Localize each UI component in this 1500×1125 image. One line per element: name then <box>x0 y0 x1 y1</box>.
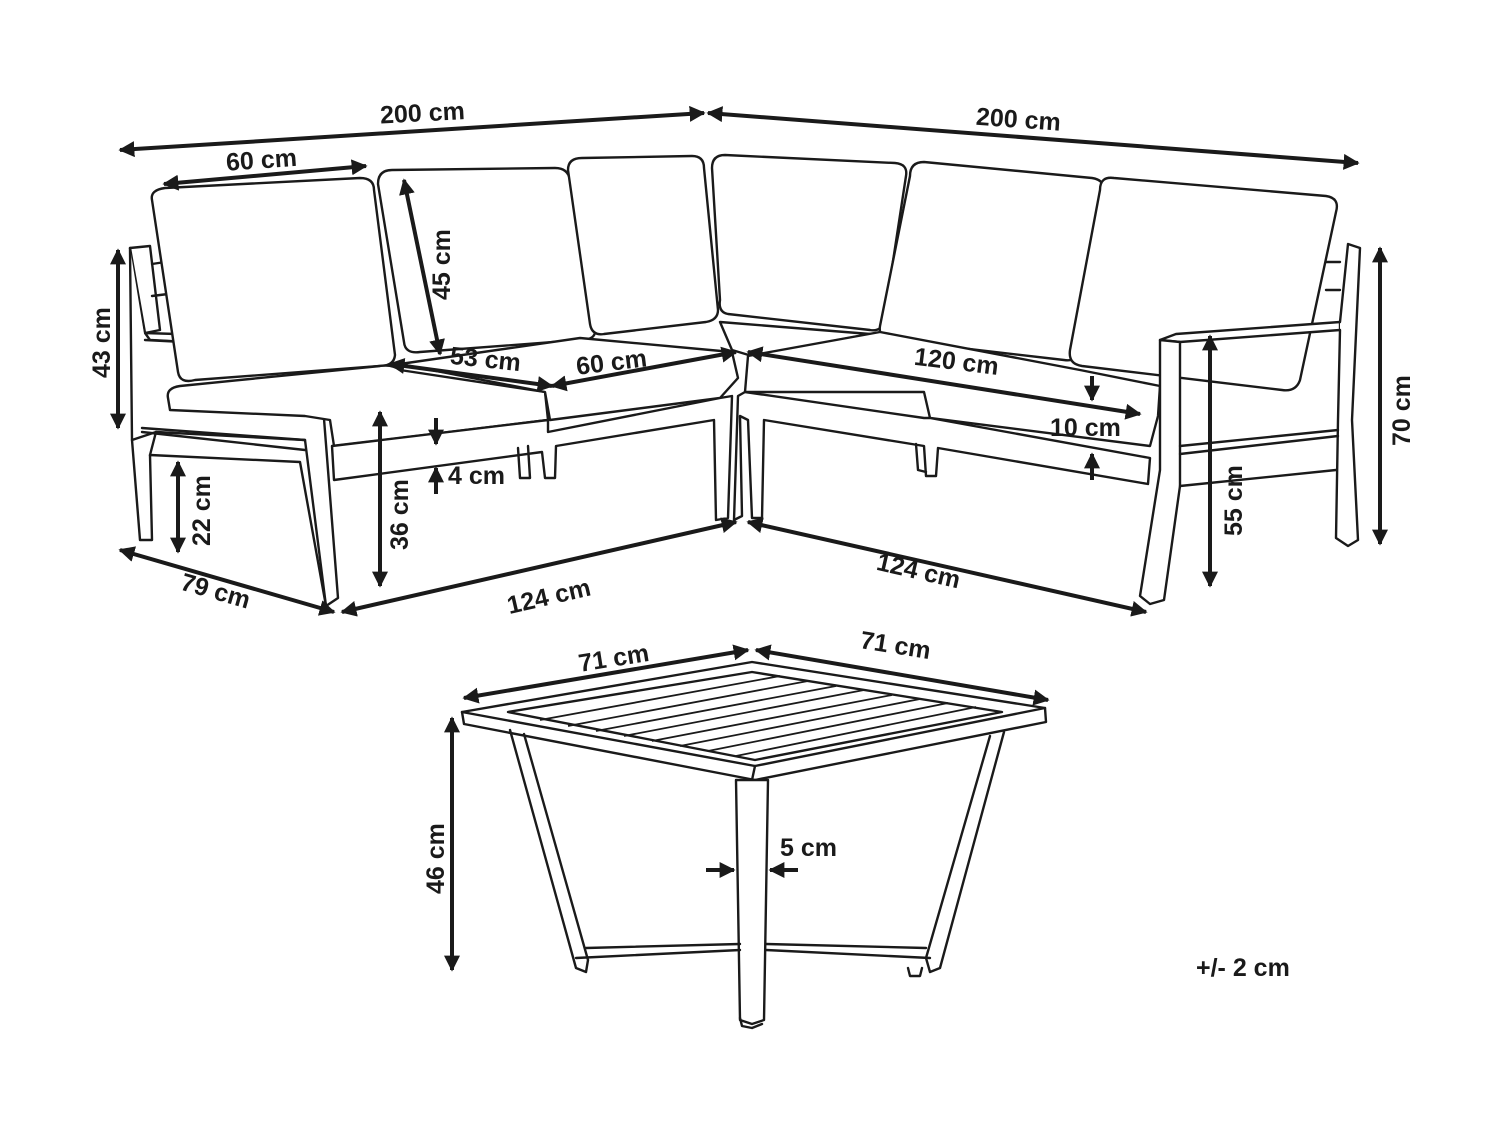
right-armrest <box>1138 242 1362 606</box>
label-55: 55 cm <box>1220 465 1248 536</box>
dim-line-60-back <box>162 159 368 191</box>
label-10: 10 cm <box>1050 414 1121 442</box>
dim-line-53 <box>388 358 554 392</box>
label-124-left: 124 cm <box>504 574 593 620</box>
label-200-left: 200 cm <box>379 97 465 129</box>
label-36: 36 cm <box>386 479 414 550</box>
dim-line-200-right <box>706 106 1360 170</box>
label-43: 43 cm <box>88 307 116 378</box>
label-60-back: 60 cm <box>225 144 298 177</box>
dim-line-124-left <box>340 517 738 617</box>
label-45: 45 cm <box>428 229 456 300</box>
sofa-frame-left <box>330 394 734 522</box>
back-cushion-2 <box>376 166 597 354</box>
label-79: 79 cm <box>178 568 254 614</box>
label-124-right: 124 cm <box>874 548 963 594</box>
dim-line-120 <box>746 346 1142 420</box>
label-46: 46 cm <box>422 823 450 894</box>
back-cushion-6 <box>1068 176 1339 392</box>
back-cushion-3 <box>566 154 720 336</box>
label-71-right: 71 cm <box>858 626 932 665</box>
corner-sofa <box>128 153 1362 608</box>
label-5: 5 cm <box>780 834 837 862</box>
dimension-lines <box>110 105 1388 972</box>
dim-line-124-right <box>746 517 1148 617</box>
back-cushion-corner <box>710 153 908 332</box>
back-cushion-1 <box>150 176 397 383</box>
tolerance-note: +/- 2 cm <box>1196 954 1290 982</box>
label-22: 22 cm <box>188 475 216 546</box>
dim-line-200-left <box>118 105 706 158</box>
table-leg-front <box>734 778 770 1026</box>
label-4: 4 cm <box>448 462 505 490</box>
dim-line-71-left <box>462 644 750 704</box>
dim-line-79 <box>118 546 336 616</box>
dim-line-71-right <box>754 644 1050 706</box>
label-71-left: 71 cm <box>577 639 651 678</box>
dim-line-60-seat <box>550 346 738 392</box>
label-70: 70 cm <box>1388 375 1416 446</box>
label-200-right: 200 cm <box>975 103 1062 137</box>
back-cushion-5 <box>878 160 1106 362</box>
dim-line-45 <box>399 178 445 356</box>
coffee-table <box>460 660 1048 1030</box>
dimension-labels: 200 cm 200 cm 60 cm 45 cm 43 cm 53 cm 60… <box>88 97 1416 982</box>
